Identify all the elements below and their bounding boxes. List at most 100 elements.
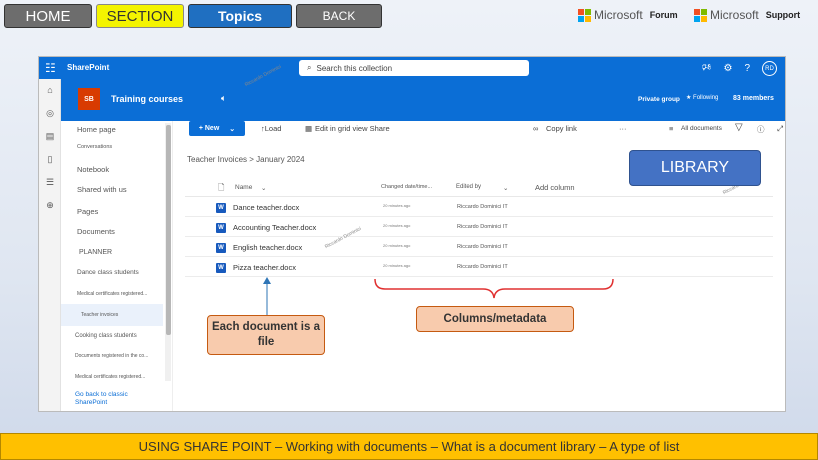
file-name[interactable]: English teacher.docx bbox=[233, 243, 303, 252]
edit-grid-share-button[interactable]: Edit in grid view Share bbox=[315, 124, 390, 133]
members-count[interactable]: 83 members bbox=[733, 95, 774, 102]
megaphone-icon[interactable]: 🕫 bbox=[701, 62, 712, 73]
home-icon[interactable]: ⌂ bbox=[47, 85, 53, 95]
microsoft-wordmark: Microsoft bbox=[594, 8, 643, 22]
help-icon[interactable]: ? bbox=[744, 63, 750, 74]
globe-icon[interactable]: ◎ bbox=[46, 108, 54, 118]
each-document-callout: Each document is a file bbox=[207, 315, 325, 355]
following-button[interactable]: ★ Following bbox=[686, 95, 719, 101]
grid-view-icon: ▦ bbox=[305, 124, 313, 133]
chevron-down-icon: ⌄ bbox=[229, 125, 236, 133]
microsoft-logo-icon bbox=[578, 8, 591, 22]
info-icon[interactable]: ⓘ bbox=[757, 125, 765, 134]
home-button[interactable]: HOME bbox=[4, 4, 92, 28]
file-name[interactable]: Pizza teacher.docx bbox=[233, 263, 296, 272]
chevron-down-icon: ⌄ bbox=[261, 185, 267, 192]
table-row[interactable]: W Accounting Teacher.docx 20 minutes ago… bbox=[185, 217, 773, 237]
gear-icon[interactable]: ⚙ bbox=[723, 63, 733, 74]
column-name[interactable]: Name bbox=[235, 184, 253, 191]
file-editor: Riccardo Dominici IT bbox=[457, 244, 508, 250]
nav-link-documents[interactable]: Documents bbox=[77, 227, 115, 236]
new-button[interactable]: + New ⌄ bbox=[189, 121, 245, 136]
section-button[interactable]: SECTION bbox=[96, 4, 184, 28]
site-header: SB Training courses 🔈︎ Private group ★ F… bbox=[61, 79, 785, 121]
nav-link-planner[interactable]: PLANNER bbox=[79, 249, 113, 256]
following-label: Following bbox=[693, 95, 719, 101]
nav-link-conversations[interactable]: Conversations bbox=[77, 144, 113, 150]
library-callout: LIBRARY bbox=[629, 150, 761, 186]
link-icon: ∞ bbox=[533, 124, 539, 133]
nav-item-active-bg bbox=[61, 304, 163, 326]
table-row[interactable]: W Pizza teacher.docx 20 minutes ago Ricc… bbox=[185, 257, 773, 277]
private-group-label: Private group bbox=[638, 96, 680, 103]
nav-link-teacher-invoices[interactable]: Teacher invoices bbox=[81, 312, 119, 318]
file-modified: 20 minutes ago bbox=[383, 263, 411, 268]
filter-icon[interactable]: ▽ bbox=[735, 122, 743, 133]
nav-link-home[interactable]: Home page bbox=[77, 125, 116, 134]
nav-link-medical-certificates[interactable]: Medical certificates registered... bbox=[77, 291, 148, 297]
topics-button[interactable]: Topics bbox=[188, 4, 292, 28]
file-editor: Riccardo Dominici IT bbox=[457, 204, 508, 210]
columns-metadata-callout: Columns/metadata bbox=[416, 306, 574, 332]
column-changed[interactable]: Changed date/time... bbox=[381, 184, 433, 190]
microsoft-support-link[interactable]: Microsoft Support bbox=[694, 8, 800, 22]
chevron-down-icon: ⌄ bbox=[503, 185, 509, 192]
top-nav: HOME SECTION Topics BACK bbox=[4, 4, 382, 28]
column-edited-by[interactable]: Edited by bbox=[456, 184, 482, 190]
word-file-icon: W bbox=[216, 203, 226, 213]
new-label: + New bbox=[198, 125, 220, 132]
slide-footer: USING SHARE POINT – Working with documen… bbox=[0, 433, 818, 460]
search-icon: ⌕ bbox=[307, 63, 312, 72]
nav-link-documents-registered[interactable]: Documents registered in the co... bbox=[75, 353, 149, 359]
file-modified: 20 minutes ago bbox=[383, 223, 411, 228]
database-icon[interactable]: ☰ bbox=[45, 177, 55, 187]
nav-link-pages[interactable]: Pages bbox=[77, 207, 99, 216]
file-name[interactable]: Accounting Teacher.docx bbox=[233, 223, 317, 232]
file-modified: 20 minutes ago bbox=[383, 243, 411, 248]
app-bar: ⌂ ◎ ▤ ▯ ☰ ⊕ bbox=[39, 79, 61, 411]
nav-link-medical-certificates-2[interactable]: Medical certificates registered... bbox=[75, 374, 146, 380]
view-options-icon: ≡ bbox=[669, 124, 674, 133]
arrow-up-icon bbox=[263, 277, 271, 317]
file-icon[interactable]: ▯ bbox=[47, 154, 53, 164]
nav-link-cooking-class[interactable]: Cooking class students bbox=[75, 333, 137, 339]
all-documents-dropdown[interactable]: All documents bbox=[681, 125, 722, 132]
support-label: Support bbox=[765, 10, 801, 20]
word-file-icon: W bbox=[216, 263, 226, 273]
site-navigation: Home page Conversations Notebook Shared … bbox=[61, 121, 173, 411]
copy-link-button[interactable]: Copy link bbox=[546, 124, 577, 133]
document-table: 🗋 Name ⌄ Changed date/time... Edited by … bbox=[185, 177, 773, 277]
app-name[interactable]: SharePoint bbox=[67, 63, 110, 72]
speaker-icon: 🔈︎ bbox=[221, 93, 227, 103]
file-name[interactable]: Dance teacher.docx bbox=[233, 203, 300, 212]
back-button[interactable]: BACK bbox=[296, 4, 382, 28]
more-options-button[interactable]: ··· bbox=[619, 124, 627, 133]
add-icon[interactable]: ⊕ bbox=[46, 200, 54, 210]
file-editor: Riccardo Dominici IT bbox=[457, 264, 508, 270]
microsoft-wordmark: Microsoft bbox=[710, 8, 759, 22]
forum-label: Forum bbox=[649, 10, 678, 20]
upload-button[interactable]: ↑Load bbox=[261, 124, 282, 133]
add-column-button[interactable]: Add column bbox=[535, 183, 575, 192]
breadcrumb[interactable]: Teacher Invoices > January 2024 bbox=[187, 155, 305, 164]
nav-link-shared[interactable]: Shared with us bbox=[77, 185, 127, 194]
command-bar: + New ⌄ ↑Load ▦ Edit in grid view Share … bbox=[173, 121, 785, 139]
nav-scrollbar-thumb[interactable] bbox=[166, 125, 171, 335]
microsoft-forum-link[interactable]: Microsoft Forum bbox=[578, 8, 678, 22]
microsoft-logo-icon bbox=[694, 8, 707, 22]
brace-icon bbox=[374, 278, 614, 299]
expand-icon[interactable]: ⤢ bbox=[777, 124, 783, 133]
site-name[interactable]: Training courses bbox=[111, 94, 184, 104]
news-icon[interactable]: ▤ bbox=[45, 131, 55, 141]
nav-link-dance-class[interactable]: Dance class students bbox=[77, 269, 139, 276]
app-launcher-icon[interactable]: ☷ bbox=[45, 61, 56, 75]
nav-link-notebook[interactable]: Notebook bbox=[77, 165, 110, 174]
table-row[interactable]: W English teacher.docx 20 minutes ago Ri… bbox=[185, 237, 773, 257]
avatar[interactable]: RD bbox=[762, 61, 777, 76]
site-logo[interactable]: SB bbox=[78, 88, 100, 110]
table-row[interactable]: W Dance teacher.docx 20 minutes ago Ricc… bbox=[185, 197, 773, 217]
suite-bar: ☷ SharePoint ⌕ Search this collection 🕫 … bbox=[39, 57, 785, 79]
nav-link-classic[interactable]: Go back to classic SharePoint bbox=[75, 391, 128, 407]
search-box[interactable]: ⌕ Search this collection bbox=[299, 60, 529, 76]
word-file-icon: W bbox=[216, 243, 226, 253]
